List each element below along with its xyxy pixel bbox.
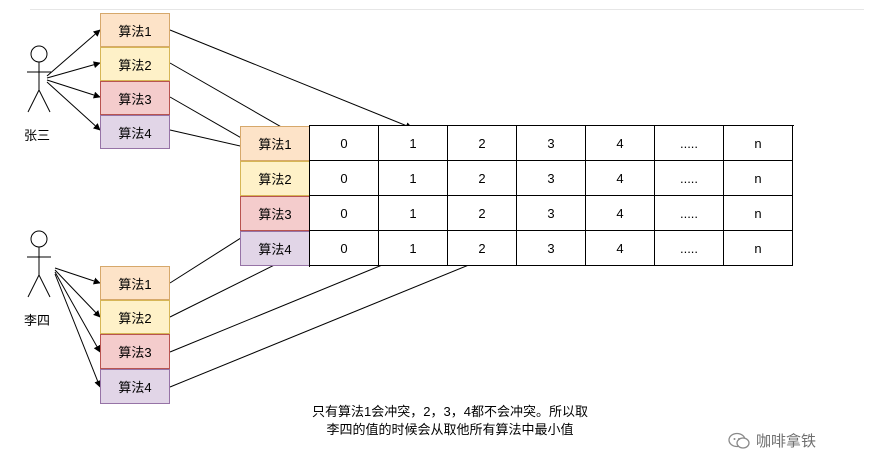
table-row-label: 算法4 <box>240 231 310 266</box>
table-cell: ..... <box>655 126 724 161</box>
bitmap-table: 0 1 2 3 4 ..... n 0 1 2 3 4 ..... n 0 1 … <box>310 126 793 266</box>
table-cell: 4 <box>586 231 655 266</box>
table-row-label: 算法3 <box>240 196 310 231</box>
table-cell: 0 <box>310 196 379 231</box>
watermark: 咖啡拿铁 <box>728 430 816 451</box>
table-cell: 0 <box>310 126 379 161</box>
person-label-lisi: 李四 <box>24 313 51 328</box>
table-cell: 0 <box>310 161 379 196</box>
top-algo4-box: 算法4 <box>100 115 170 149</box>
table-cell: 2 <box>448 126 517 161</box>
wechat-icon <box>728 432 750 449</box>
table-cell: ..... <box>655 196 724 231</box>
bottom-algo4-box: 算法4 <box>100 369 170 404</box>
table-cell: 1 <box>379 161 448 196</box>
arrow-zhangsan-algo3 <box>46 79 101 99</box>
table-cell: ..... <box>655 231 724 266</box>
table-cell: n <box>724 126 793 161</box>
table-cell: 4 <box>586 126 655 161</box>
top-algo1-box: 算法1 <box>100 13 170 47</box>
table-cell: 4 <box>586 161 655 196</box>
arrow-zhangsan-algo4 <box>46 81 101 131</box>
table-cell: 2 <box>448 231 517 266</box>
table-cell: n <box>724 161 793 196</box>
top-algo2-box: 算法2 <box>100 47 170 81</box>
caption-line-2: 李四的值的时候会从取他所有算法中最小值 <box>326 422 574 437</box>
table-cell: 2 <box>448 196 517 231</box>
table-cell: n <box>724 231 793 266</box>
arrow-zhangsan-algo2 <box>46 61 101 79</box>
table-row-label: 算法1 <box>240 126 310 161</box>
table-cell: 4 <box>586 196 655 231</box>
table-row-label: 算法2 <box>240 161 310 196</box>
top-algo3-box: 算法3 <box>100 81 170 115</box>
top-divider <box>30 9 864 10</box>
arrow-lisi-algo1 <box>54 267 101 285</box>
table-cell: 3 <box>517 161 586 196</box>
table-cell: n <box>724 196 793 231</box>
table-cell: 3 <box>517 126 586 161</box>
arrow-lisi-algo4 <box>54 273 101 388</box>
caption-line-1: 只有算法1会冲突，2，3，4都不会冲突。所以取 <box>312 404 588 419</box>
arrow-zhangsan-algo1 <box>46 29 101 77</box>
table-cell: 3 <box>517 231 586 266</box>
person-label-zhangsan: 张三 <box>24 128 51 143</box>
table-cell: ..... <box>655 161 724 196</box>
arrow-lisi-algo2 <box>54 269 101 318</box>
stick-figure-icon <box>27 45 51 113</box>
bottom-algo2-box: 算法2 <box>100 300 170 334</box>
table-cell: 0 <box>310 231 379 266</box>
arrow-lisi-algo3 <box>54 271 101 353</box>
table-cell: 3 <box>517 196 586 231</box>
stick-figure-icon <box>27 230 51 298</box>
diagram-caption: 只有算法1会冲突，2，3，4都不会冲突。所以取 李四的值的时候会从取他所有算法中… <box>250 403 650 439</box>
table-cell: 2 <box>448 161 517 196</box>
arrow-top-algo1-cell <box>169 29 413 129</box>
table-cell: 1 <box>379 126 448 161</box>
table-cell: 1 <box>379 196 448 231</box>
table-cell: 1 <box>379 231 448 266</box>
watermark-text: 咖啡拿铁 <box>756 433 817 450</box>
bottom-algo1-box: 算法1 <box>100 266 170 300</box>
bottom-algo3-box: 算法3 <box>100 334 170 369</box>
